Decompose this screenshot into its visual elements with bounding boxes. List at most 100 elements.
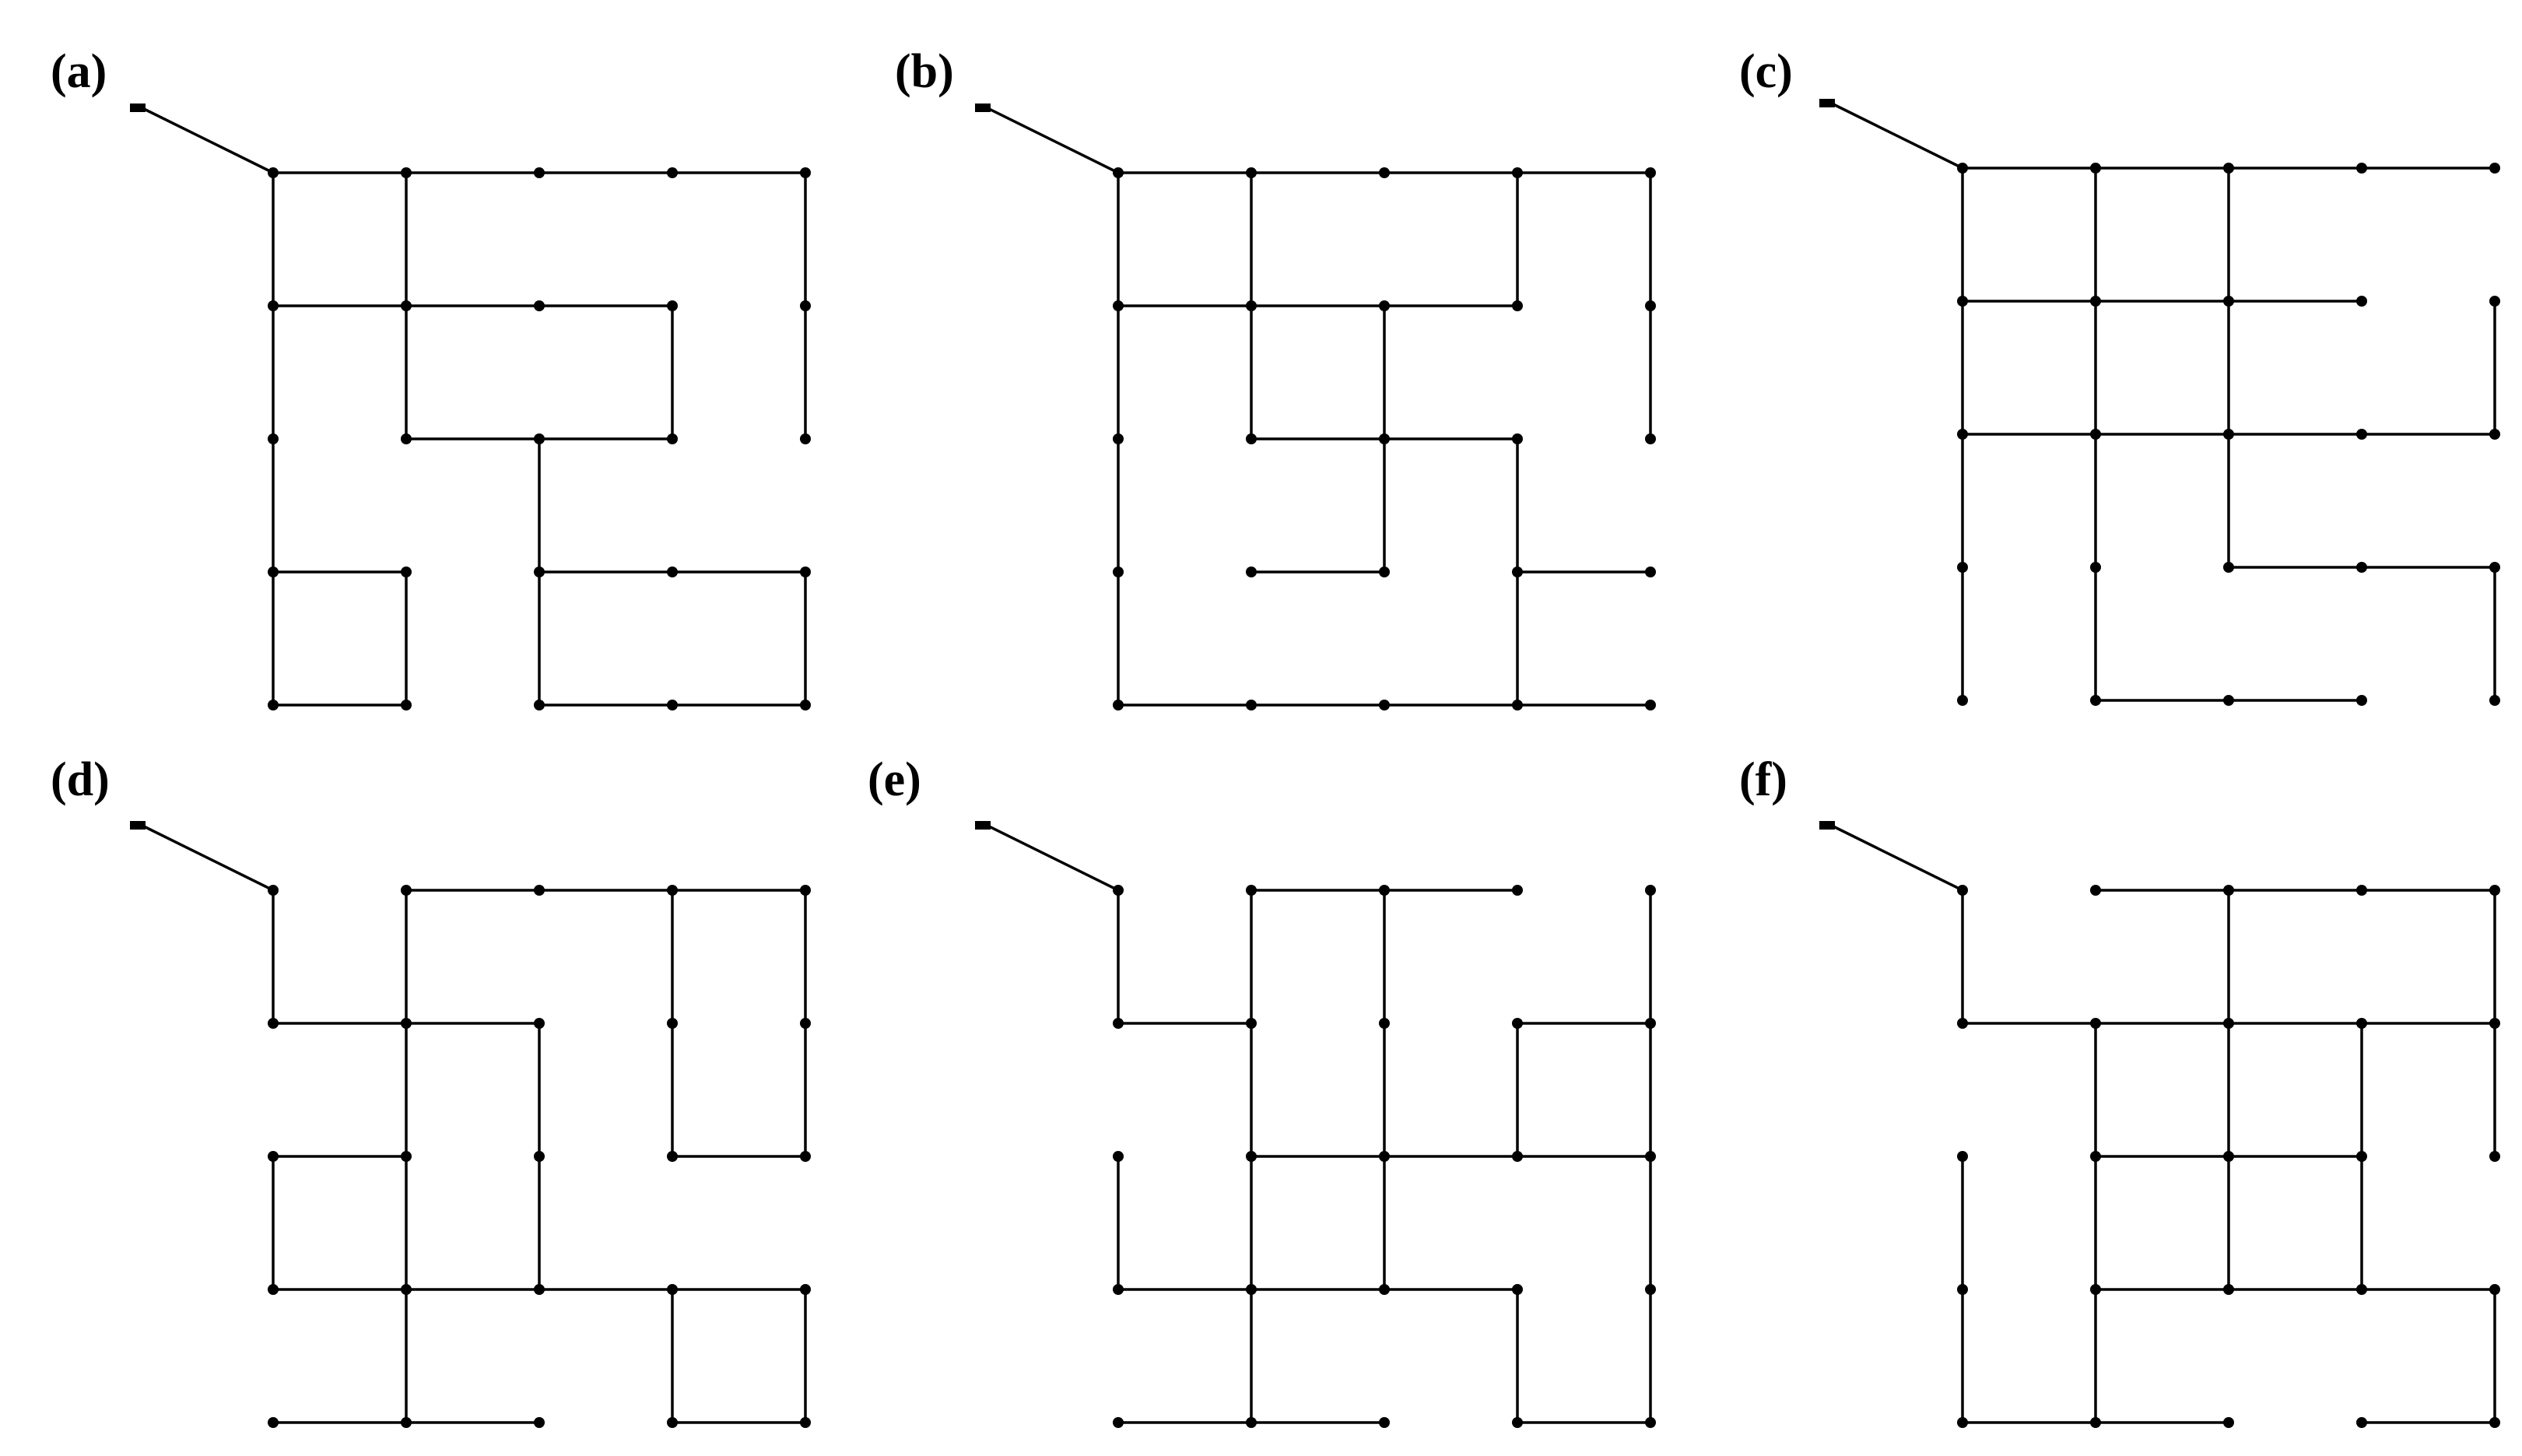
network-node-c4 [1512, 433, 1523, 444]
network-node-c3 [1379, 433, 1390, 444]
network-node-e1 [1957, 1417, 1968, 1428]
network-node-c2 [2090, 429, 2101, 440]
network-node-c5 [800, 1151, 811, 1162]
network-node-b1 [1113, 300, 1124, 311]
network-node-d3 [1379, 1284, 1390, 1295]
network-node-a5 [800, 167, 811, 178]
network-node-e5 [2489, 695, 2500, 706]
network-node-c5 [800, 433, 811, 444]
network-node-d4 [2356, 562, 2367, 573]
network-node-a1 [1113, 885, 1124, 896]
network-node-e1 [268, 1417, 279, 1428]
network-node-c4 [667, 1151, 678, 1162]
network-node-d4 [2356, 1284, 2367, 1295]
network-node-b5 [800, 300, 811, 311]
network-node-a2 [1246, 167, 1257, 178]
network-node-a2 [401, 167, 412, 178]
network-node-c2 [1246, 433, 1257, 444]
panel-label-d: (d) [51, 753, 110, 806]
network-node-e2 [1246, 1417, 1257, 1428]
network-node-d3 [2223, 562, 2234, 573]
network-node-a4 [667, 167, 678, 178]
network-node-b2 [2090, 296, 2101, 307]
network-node-d2 [1246, 567, 1257, 577]
source-node [130, 103, 146, 112]
network-node-c4 [1512, 1151, 1523, 1162]
network-node-a1 [1113, 167, 1124, 178]
network-node-a1 [268, 885, 279, 896]
network-node-d3 [534, 567, 545, 577]
network-node-d2 [401, 1284, 412, 1295]
network-node-e4 [1512, 700, 1523, 710]
network-node-c5 [1645, 433, 1656, 444]
network-node-e3 [1379, 700, 1390, 710]
network-node-e1 [1957, 695, 1968, 706]
network-node-b1 [268, 1018, 279, 1029]
network-node-e1 [268, 700, 279, 710]
network-f [1819, 821, 2500, 1428]
feeder-line [984, 823, 1120, 892]
panel-d: (d) [51, 753, 811, 1428]
network-node-e3 [534, 700, 545, 710]
network-node-d3 [2223, 1284, 2234, 1295]
network-node-e5 [2489, 1417, 2500, 1428]
network-node-c4 [2356, 429, 2367, 440]
network-node-e5 [1645, 700, 1656, 710]
network-node-c1 [1957, 429, 1968, 440]
network-node-a2 [2090, 885, 2101, 896]
network-node-d1 [1113, 567, 1124, 577]
network-node-c2 [401, 1151, 412, 1162]
network-node-e5 [800, 700, 811, 710]
network-node-d4 [1512, 1284, 1523, 1295]
network-node-b3 [534, 300, 545, 311]
network-node-e4 [2356, 1417, 2367, 1428]
network-node-d5 [1645, 567, 1656, 577]
panel-label-a: (a) [51, 45, 107, 98]
feeder-line [139, 823, 275, 892]
network-node-a4 [2356, 163, 2367, 174]
network-node-a5 [1645, 885, 1656, 896]
source-node [975, 103, 991, 112]
network-node-d3 [1379, 567, 1390, 577]
network-node-e2 [401, 700, 412, 710]
network-node-d1 [268, 1284, 279, 1295]
network-node-b1 [1113, 1018, 1124, 1029]
network-node-d5 [2489, 562, 2500, 573]
network-node-e3 [2223, 695, 2234, 706]
network-node-a4 [1512, 167, 1523, 178]
network-node-a3 [2223, 163, 2234, 174]
network-node-a2 [2090, 163, 2101, 174]
network-node-d4 [667, 1284, 678, 1295]
panel-e: (e) [868, 753, 1656, 1428]
panel-label-c: (c) [1739, 45, 1793, 98]
network-node-b3 [1379, 1018, 1390, 1029]
network-a [130, 103, 811, 710]
network-node-a2 [1246, 885, 1257, 896]
network-node-d2 [401, 567, 412, 577]
network-node-b4 [1512, 300, 1523, 311]
network-node-a4 [1512, 885, 1523, 896]
network-e [975, 821, 1656, 1428]
network-node-d5 [2489, 1284, 2500, 1295]
panel-f: (f) [1739, 753, 2500, 1428]
network-node-b2 [2090, 1018, 2101, 1029]
network-node-c4 [667, 433, 678, 444]
network-node-b2 [1246, 300, 1257, 311]
network-node-c3 [534, 433, 545, 444]
panel-label-b: (b) [895, 45, 954, 98]
network-node-b4 [667, 300, 678, 311]
network-node-e4 [667, 700, 678, 710]
network-c [1819, 99, 2500, 706]
panel-c: (c) [1739, 45, 2500, 706]
network-node-a4 [2356, 885, 2367, 896]
network-node-e2 [2090, 1417, 2101, 1428]
network-node-b5 [2489, 296, 2500, 307]
network-node-e2 [2090, 695, 2101, 706]
network-node-c2 [1246, 1151, 1257, 1162]
network-node-b4 [2356, 1018, 2367, 1029]
source-node [130, 821, 146, 830]
network-node-b4 [2356, 296, 2367, 307]
network-node-a5 [2489, 885, 2500, 896]
network-node-c3 [2223, 429, 2234, 440]
network-node-c1 [1113, 1151, 1124, 1162]
